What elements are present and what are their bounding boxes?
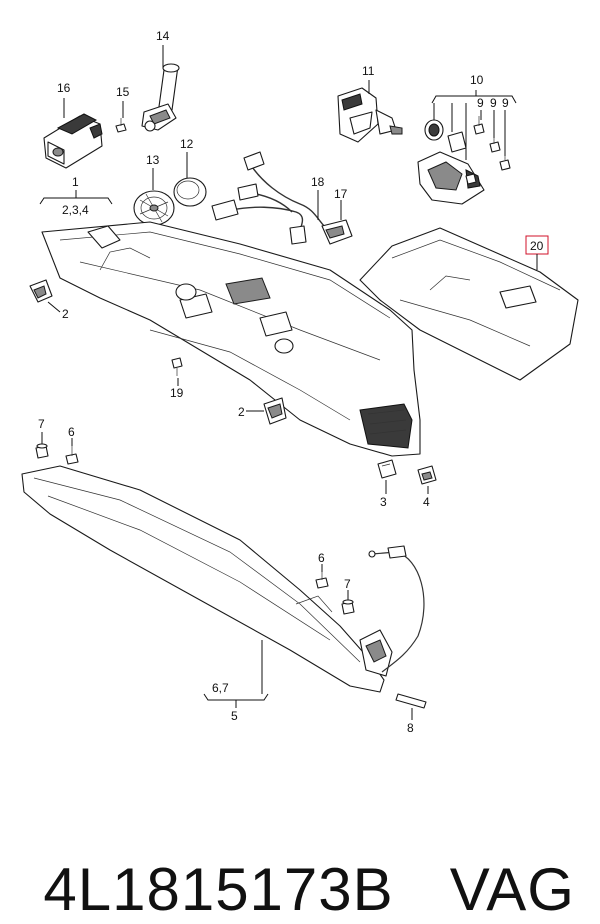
callout-13: 13	[146, 153, 160, 167]
part-10-lamp-assembly[interactable]	[417, 119, 485, 205]
parts-diagram: 16 15 14 13 12 11	[21, 29, 579, 735]
part-3-clip[interactable]	[377, 459, 397, 479]
callout-14: 14	[156, 29, 170, 43]
callout-7a: 7	[38, 417, 45, 431]
callout-6b: 6	[318, 551, 325, 565]
part-6-screw-bottom[interactable]	[315, 570, 329, 589]
part-11-connector[interactable]	[337, 87, 403, 143]
part-17-plug[interactable]	[321, 219, 353, 245]
callout-18: 18	[311, 175, 325, 189]
callout-17: 17	[334, 187, 348, 201]
callout-2-3-4: 2,3,4	[62, 203, 89, 217]
brand-name: VAG	[449, 856, 575, 923]
callout-16: 16	[57, 81, 71, 95]
callout-11: 11	[362, 64, 375, 78]
callout-1: 1	[72, 175, 79, 189]
callout-2a: 2	[62, 307, 69, 321]
part-7-buffer-bottom[interactable]	[341, 599, 355, 615]
part-20-trim-panel[interactable]	[359, 227, 579, 381]
part-8-cable-pin[interactable]	[368, 545, 427, 709]
part-number: 4L1815173B	[43, 856, 394, 923]
callout-9c: 9	[502, 96, 509, 110]
callout-9b: 9	[490, 96, 497, 110]
part-7-buffer-top[interactable]	[35, 443, 49, 459]
callout-5: 5	[231, 709, 238, 723]
callout-8: 8	[407, 721, 414, 735]
part-9-screws[interactable]	[465, 116, 511, 185]
part-1-glove-box-housing[interactable]	[41, 221, 421, 457]
part-2-clip-left[interactable]	[29, 279, 53, 303]
callout-10: 10	[470, 73, 484, 87]
part-12-cap[interactable]	[173, 177, 207, 207]
part-15-screw[interactable]	[115, 118, 127, 133]
callout-20: 20	[530, 239, 544, 253]
callout-15: 15	[116, 85, 130, 99]
callout-6a: 6	[68, 425, 75, 439]
callout-12: 12	[180, 137, 194, 151]
callout-3: 3	[380, 495, 387, 509]
callout-7b: 7	[344, 577, 351, 591]
part-6-screw-top[interactable]	[65, 446, 79, 465]
callout-2b: 2	[238, 405, 245, 419]
part-13-grille[interactable]	[133, 190, 175, 226]
part-2-clip-right[interactable]	[263, 397, 287, 425]
part-5-glove-box-lid[interactable]	[21, 465, 393, 693]
part-4-clip[interactable]	[417, 465, 437, 485]
part-16-switch[interactable]	[43, 113, 103, 169]
part-14-sensor[interactable]	[141, 63, 180, 132]
part-18-wiring-harness[interactable]	[211, 151, 331, 245]
callout-19: 19	[170, 386, 184, 400]
callout-6-7: 6,7	[212, 681, 229, 695]
part-19-screw[interactable]	[171, 357, 183, 376]
callout-4: 4	[423, 495, 430, 509]
part-number-footer: 4L1815173B VAG	[8, 786, 592, 924]
callout-9a: 9	[477, 96, 484, 110]
